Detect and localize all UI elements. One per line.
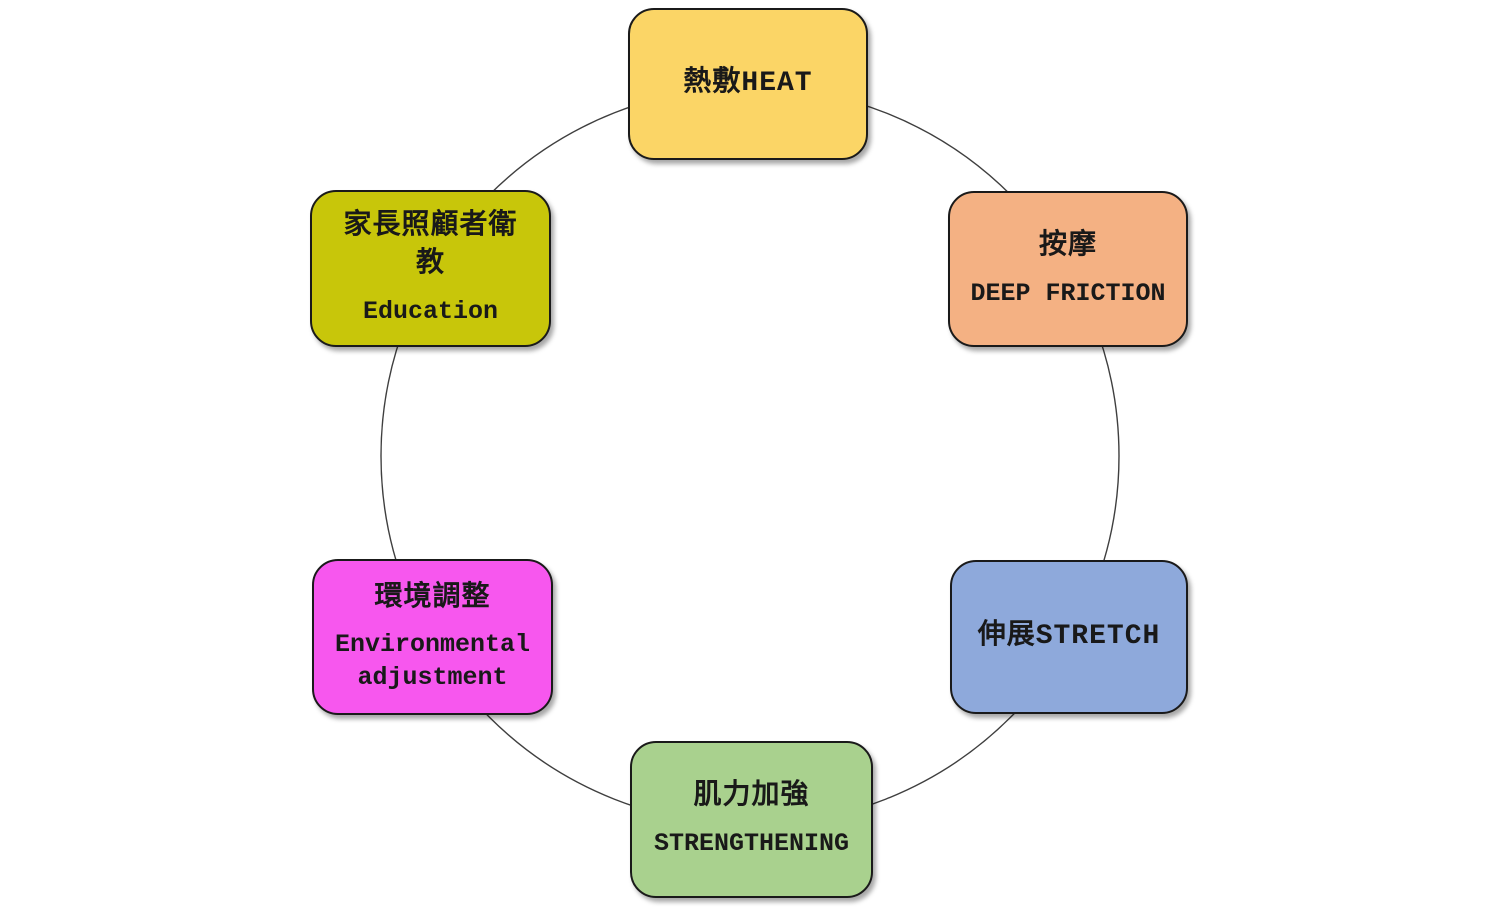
node-deep-friction-label: 按摩 xyxy=(1038,230,1097,262)
node-strengthening-label: 肌力加強 xyxy=(693,781,810,813)
cycle-node-heat: 熱敷HEAT xyxy=(628,8,868,160)
node-education-label: 家長照顧者衛教 xyxy=(343,211,518,281)
node-stretch-label: 伸展STRETCH xyxy=(977,621,1161,653)
node-heat-label: 熱敷HEAT xyxy=(683,68,813,100)
node-education-sublabel: Education xyxy=(362,297,499,327)
cycle-node-strengthening: 肌力加強 STRENGTHENING xyxy=(630,741,873,898)
node-strengthening-sublabel: STRENGTHENING xyxy=(653,829,850,859)
cycle-node-environmental-adjustment: 環境調整 Environmental adjustment xyxy=(312,559,553,715)
node-environmental-adjustment-label: 環境調整 xyxy=(374,582,491,614)
cycle-node-deep-friction: 按摩 DEEP FRICTION xyxy=(948,191,1188,347)
cycle-node-education: 家長照顧者衛教 Education xyxy=(310,190,551,347)
node-environmental-adjustment-sublabel: Environmental adjustment xyxy=(334,630,531,692)
node-deep-friction-sublabel: DEEP FRICTION xyxy=(970,278,1166,308)
cycle-node-stretch: 伸展STRETCH xyxy=(950,560,1188,714)
